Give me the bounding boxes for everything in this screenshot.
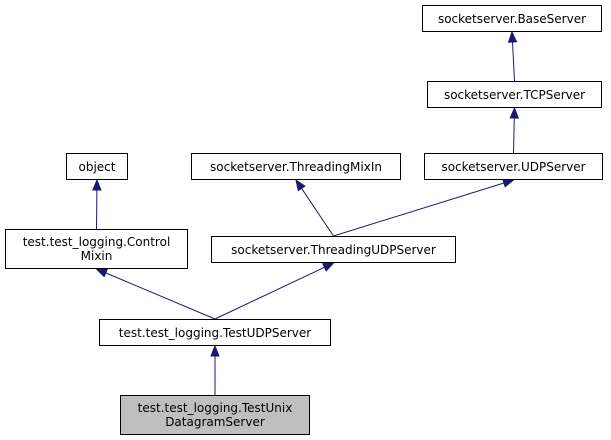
arrowhead-udp_server-to-tcp_server [509, 106, 520, 119]
node-socketserver-baseserver[interactable]: socketserver.BaseServer [422, 5, 602, 32]
node-label-line-2: DatagramServer [165, 415, 265, 429]
edge-threading_udp_server-to-threading_mixin [301, 188, 334, 237]
edge-udp_server-to-tcp_server [513, 117, 515, 154]
node-label-line-1: socketserver.TCPServer [443, 87, 586, 102]
arrowhead-test_udp_server-to-threading_udp_server [321, 262, 335, 272]
node-label-line-1: socketserver.UDPServer [441, 159, 586, 174]
node-label-line-1: test.test_logging.TestUnix [137, 401, 293, 415]
node-test-logging-testunixdatagramserver[interactable]: test.test_logging.TestUnix DatagramServe… [120, 395, 310, 435]
node-socketserver-threadingudpserver[interactable]: socketserver.ThreadingUDPServer [211, 236, 456, 263]
edge-test_udp_server-to-control_mixin [105, 272, 216, 320]
edges-layer [92, 30, 520, 395]
node-label-line-2: Mixin [80, 249, 113, 263]
node-label-line-1: test.test_logging.Control [22, 235, 171, 249]
edge-test_udp_server-to-threading_udp_server [214, 266, 325, 320]
node-socketserver-udpserver[interactable]: socketserver.UDPServer [424, 153, 603, 180]
node-label-line-1: object [78, 159, 116, 174]
node-label-line-1: socketserver.BaseServer [437, 11, 587, 26]
arrowhead-test_udp_server-to-control_mixin [95, 268, 109, 278]
node-test-logging-controlmixin[interactable]: test.test_logging.Control Mixin [5, 229, 188, 269]
node-label-line-1: socketserver.ThreadingUDPServer [231, 242, 436, 257]
edge-threading_udp_server-to-udp_server [333, 182, 505, 237]
arrowhead-tcp_server-to-base_server [507, 30, 518, 43]
node-label-line-1: socketserver.ThreadingMixIn [210, 159, 382, 174]
node-object[interactable]: object [66, 153, 128, 180]
arrowhead-control_mixin-to-object [92, 178, 102, 191]
arrowhead-threading_udp_server-to-udp_server [502, 178, 515, 188]
node-socketserver-tcpserver[interactable]: socketserver.TCPServer [427, 81, 602, 108]
arrowhead-threading_udp_server-to-threading_mixin [295, 178, 306, 192]
node-socketserver-threadingmixin[interactable]: socketserver.ThreadingMixIn [191, 153, 401, 180]
arrowhead-test_unix_datagram_server-to-test_udp_server [210, 344, 220, 357]
edge-tcp_server-to-base_server [512, 41, 515, 82]
node-test-logging-testudpserver[interactable]: test.test_logging.TestUDPServer [99, 319, 331, 346]
node-label-line-1: test.test_logging.TestUDPServer [118, 325, 312, 340]
